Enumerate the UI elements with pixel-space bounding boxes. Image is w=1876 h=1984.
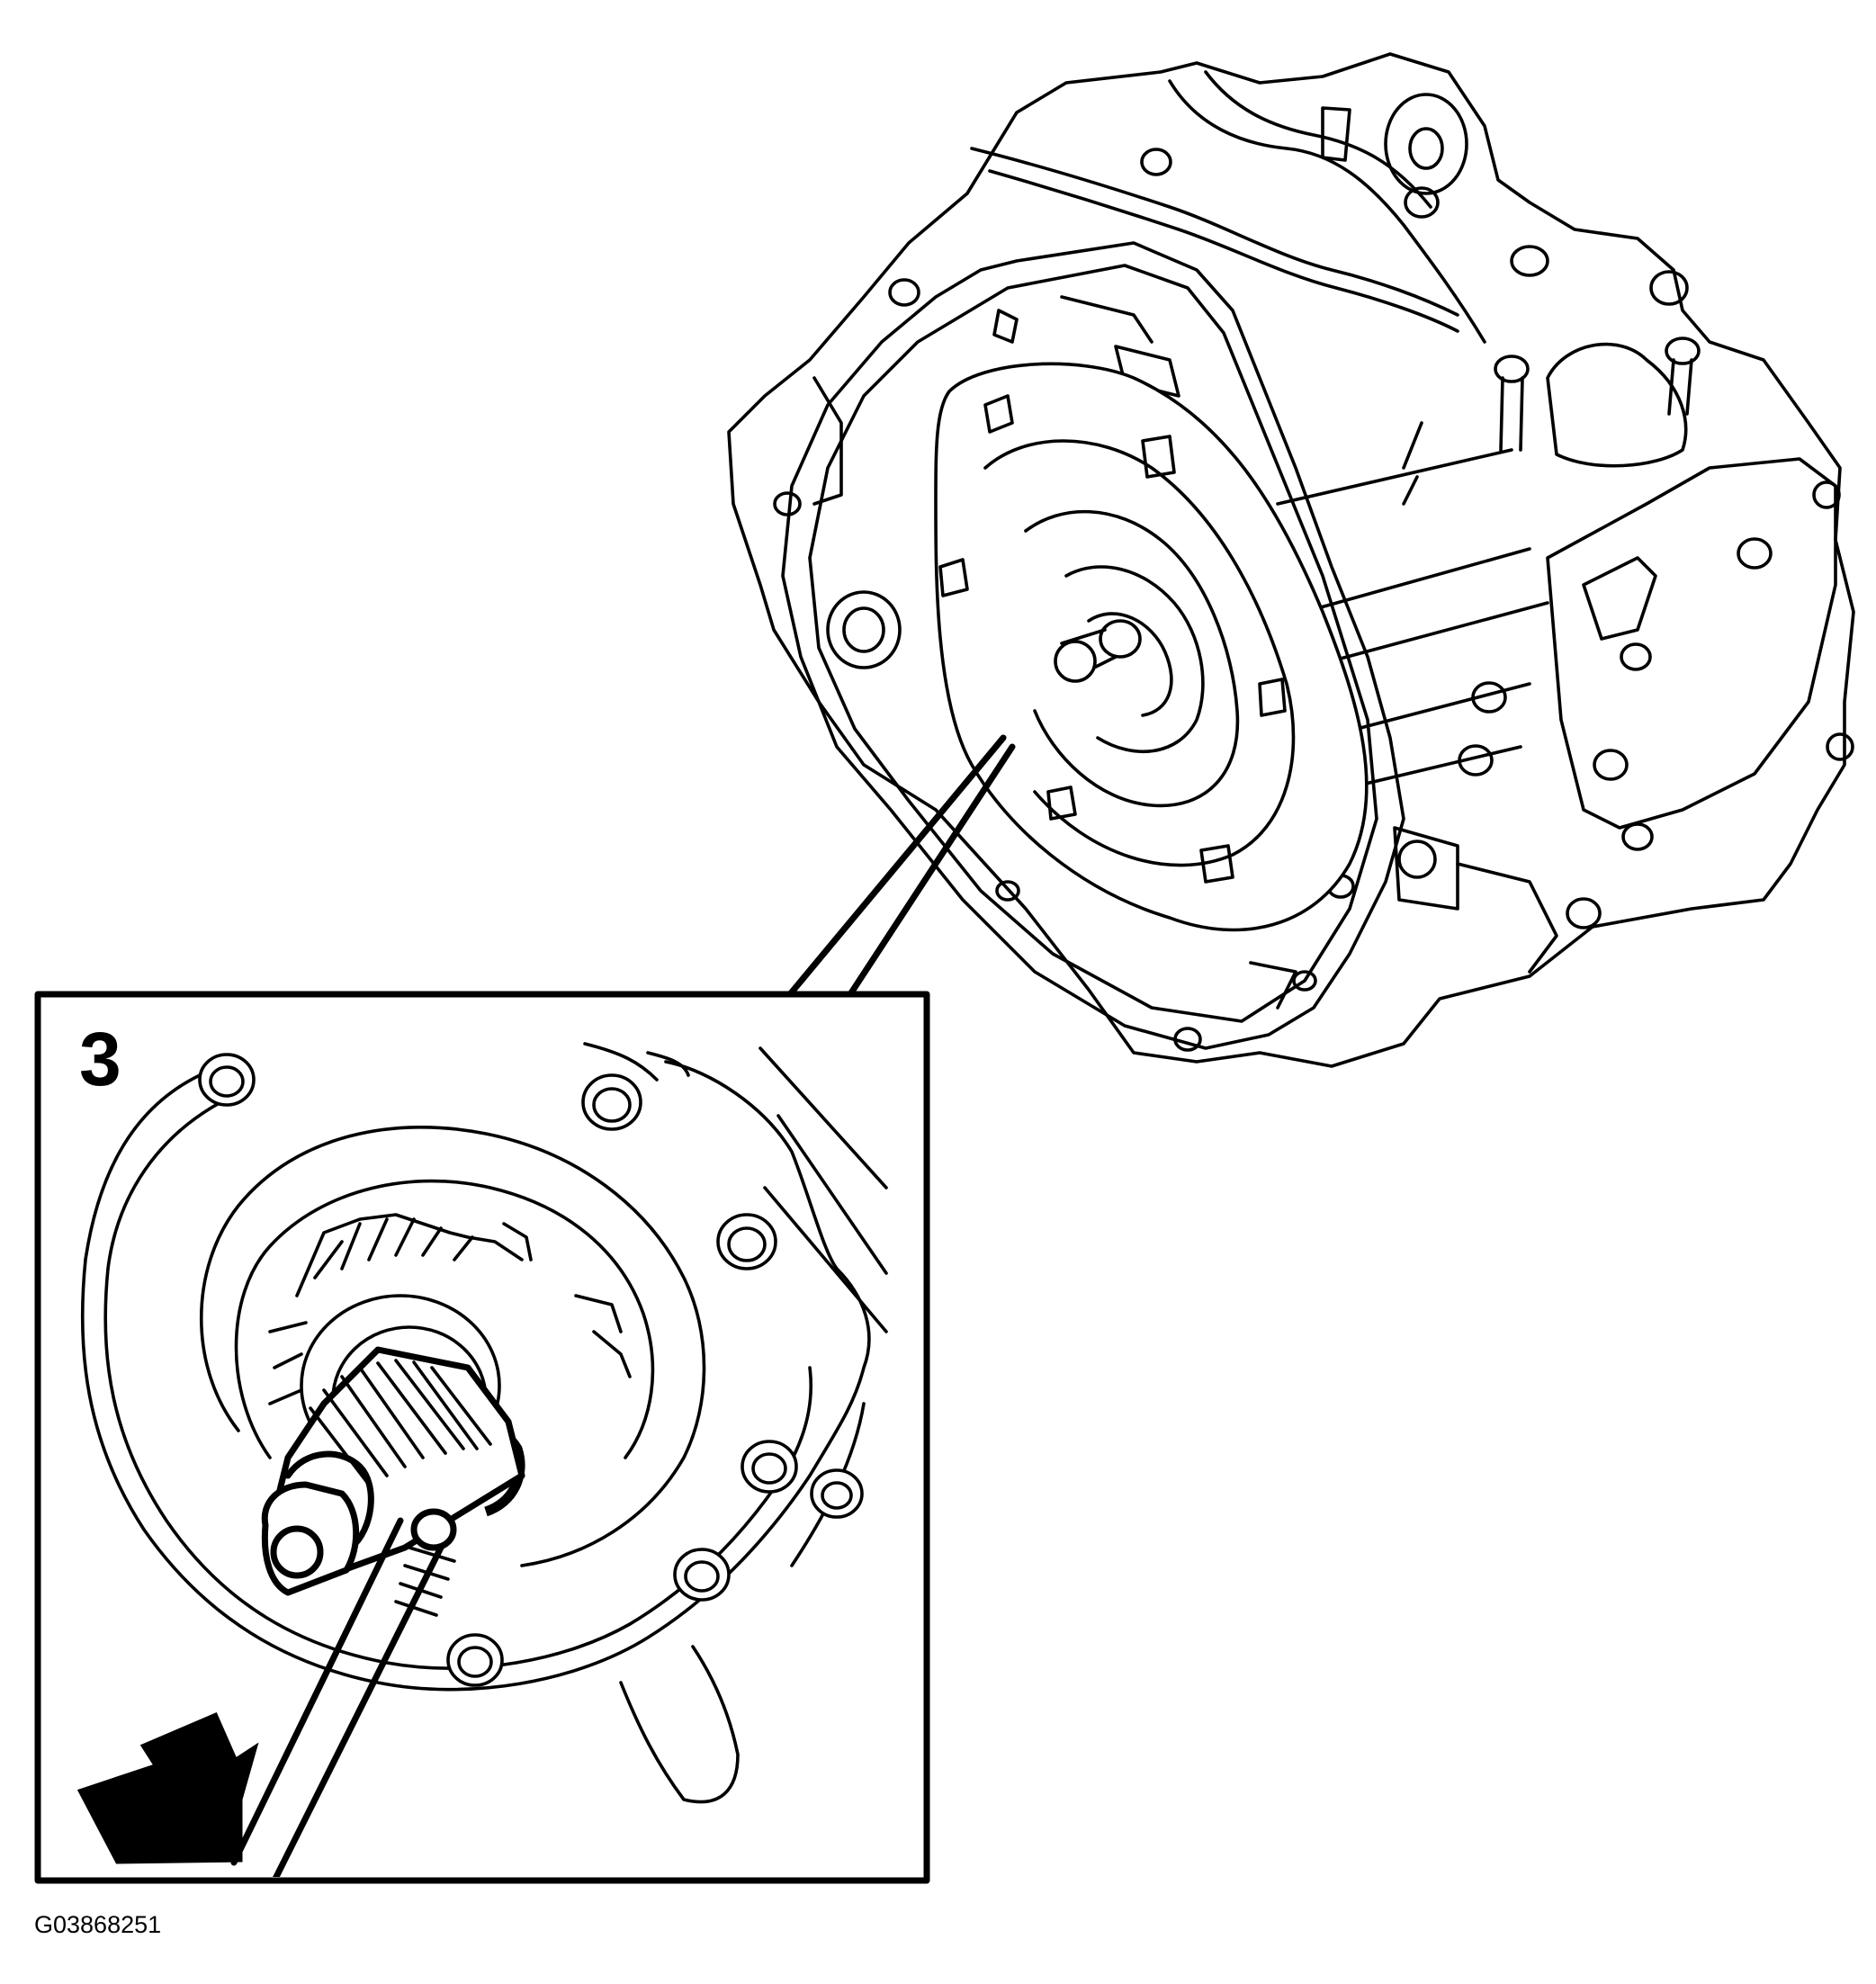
dowel-boss-inner [842, 606, 885, 653]
small-tab [1402, 421, 1423, 506]
flange-hole-3 [1140, 148, 1172, 176]
detail-inset [34, 991, 930, 1884]
inset-bolt-6 [673, 1548, 731, 1602]
torque-converter-ring-2 [1024, 509, 1240, 808]
inset-bolt-4 [741, 1440, 798, 1494]
upper-hose-inner [988, 169, 1459, 333]
converter-lug-6 [1199, 844, 1234, 884]
top-sensor [1321, 106, 1351, 162]
callout-leader-lines [786, 734, 1016, 998]
flange-hole-1 [773, 491, 802, 516]
flange-slot-top [1060, 295, 1153, 344]
wire-harness [1168, 79, 1486, 344]
inset-shaft-collar [284, 1450, 374, 1551]
transmission-assembly [727, 52, 1855, 1068]
inset-case-inner [103, 1096, 813, 1670]
bolt-head-1 [1649, 270, 1689, 306]
stud-1 [1494, 355, 1530, 383]
inset-ring-1 [200, 1126, 706, 1567]
flange-hole-8 [1292, 970, 1317, 992]
end-cover-bolt-2 [1620, 642, 1652, 671]
inset-converter-fins [268, 1213, 524, 1405]
triangle-tab [992, 309, 1019, 344]
top-fitting-bolt [1408, 127, 1444, 170]
inset-bolt-7-head [457, 1646, 493, 1678]
flange-hole-6 [1173, 1027, 1202, 1052]
side-bolt-2 [1458, 744, 1494, 777]
flange-hole-2 [888, 278, 920, 307]
inset-case-lower-flange [619, 1645, 740, 1804]
bell-housing-flange-inner [808, 264, 1378, 1023]
end-cover-bolt-4 [1621, 822, 1654, 851]
inset-bolt-5-head [821, 1481, 853, 1510]
inset-bolt-5 [810, 1468, 864, 1519]
inset-bolt-4-head [751, 1452, 787, 1485]
torque-converter-outer [934, 362, 1369, 932]
torque-converter-ring-1 [983, 439, 1296, 867]
flange-slot-bottom [1249, 961, 1297, 1010]
lower-bracket-bolt [1397, 839, 1437, 879]
converter-lug-3 [938, 558, 969, 597]
inset-case-outer [80, 1060, 871, 1692]
inset-tool-threads [394, 1546, 456, 1617]
arrow-down-left-icon [76, 1712, 259, 1864]
end-cover-boss [1582, 556, 1657, 641]
inset-fin-tab-3 [592, 1330, 632, 1378]
inset-tool-rod-end [410, 1508, 457, 1551]
inset-shaft-splines [309, 1359, 492, 1486]
lower-bracket-arm [1456, 862, 1558, 974]
converter-lug-1 [983, 394, 1014, 434]
lower-bracket [1393, 826, 1459, 911]
bolt-head-2 [1510, 245, 1549, 277]
inset-bolt-1-head [209, 1065, 245, 1098]
transmission-housing-outline [727, 52, 1855, 1068]
end-cover-bolt-3 [1593, 749, 1629, 781]
callout-leader [786, 734, 1016, 998]
side-bolt-1 [1471, 681, 1507, 714]
inset-bolt-6-head [684, 1560, 720, 1593]
flange-hole-7 [995, 880, 1020, 902]
inset-edge-lines [583, 1042, 690, 1082]
right-cover [1546, 342, 1688, 468]
torque-converter-ring-3 [1064, 565, 1205, 754]
figure-code-label: G03868251 [34, 1911, 162, 1938]
torque-converter-ring-4 [1087, 612, 1173, 717]
wire-harness-2 [1204, 70, 1432, 209]
end-cover-bolt-6 [1826, 732, 1854, 761]
top-bolt [1404, 186, 1440, 219]
inset-tool-rod [230, 1517, 449, 1877]
inset-bolt-7 [446, 1633, 504, 1687]
rib-2 [1312, 601, 1549, 668]
inset-shaft-bore [270, 1525, 324, 1579]
inset-fin-tab [502, 1222, 533, 1261]
dowel-boss [826, 590, 902, 669]
flange-rib-left [812, 376, 843, 506]
stud-2 [1665, 337, 1701, 365]
upper-hose [970, 147, 1459, 317]
top-fitting [1384, 93, 1468, 195]
end-cover [1546, 457, 1837, 830]
inset-fin-tab-2 [574, 1294, 623, 1333]
converter-lug-4 [1258, 678, 1287, 717]
inset-bolt-2-head [592, 1087, 632, 1123]
converter-hub [1099, 619, 1142, 659]
converter-shaft-end [1054, 640, 1097, 683]
stud-2-shaft [1667, 358, 1693, 416]
inset-hatching [758, 1046, 888, 1333]
inset-ring-2 [234, 1179, 655, 1459]
end-cover-bolt-1 [1737, 537, 1773, 570]
rib-1 [1303, 547, 1531, 614]
converter-lug-2 [1141, 435, 1176, 479]
end-cover-bolt-5 [1812, 480, 1841, 509]
flange-slot-top-2 [1114, 345, 1180, 398]
bell-housing-flange [781, 241, 1405, 1050]
inset-bolt-3-head [727, 1226, 767, 1262]
rib-5 [1276, 448, 1513, 506]
converter-lug-5 [1046, 786, 1077, 821]
step-number-label: 3 [79, 1017, 121, 1101]
inset-bolt-1 [198, 1053, 256, 1107]
stud-1-shaft [1499, 376, 1524, 452]
lower-bolt-2 [1566, 897, 1602, 929]
